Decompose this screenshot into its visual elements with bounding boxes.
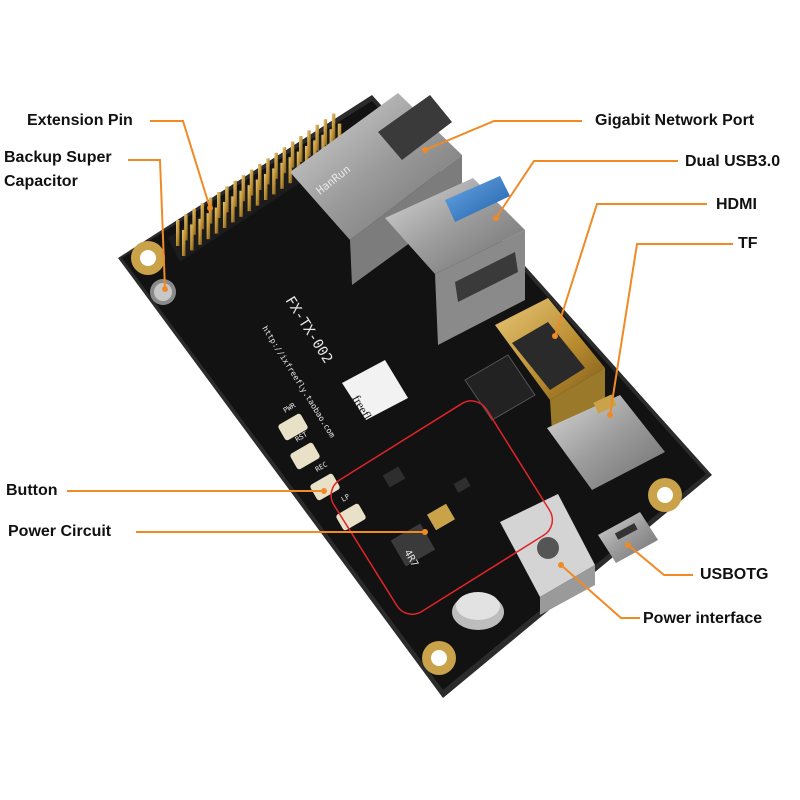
header-pin — [249, 169, 254, 196]
label-power-circuit: Power Circuit — [8, 523, 112, 540]
header-pin — [192, 208, 196, 235]
header-pin — [296, 151, 301, 178]
header-pin — [290, 141, 295, 168]
dual-usb3-port — [385, 176, 525, 345]
hdmi-port — [495, 298, 605, 432]
header-pin — [323, 119, 328, 146]
header-pin — [313, 140, 317, 167]
leader-gigabit-port — [424, 120, 582, 151]
electrolytic-capacitor — [452, 592, 504, 630]
label-hdmi: HDMI — [716, 196, 757, 213]
header-pin — [315, 124, 319, 151]
header-pin — [255, 179, 260, 206]
header-pin — [190, 224, 194, 251]
mounting-holes — [131, 241, 682, 675]
header-pin — [214, 207, 219, 234]
power-circuit-highlight — [330, 400, 554, 615]
leader-lines — [67, 120, 733, 619]
header-pin — [200, 203, 205, 230]
header-pin — [331, 113, 336, 140]
brand-logo: freefly — [342, 360, 408, 427]
processor-chip — [464, 354, 536, 421]
header-pin — [282, 147, 287, 174]
header-pin — [264, 174, 268, 200]
label-power-interface: Power interface — [643, 610, 763, 627]
header-pin — [258, 164, 262, 190]
header-pin — [266, 158, 270, 185]
header-pin — [182, 230, 186, 256]
leader-backup-capacitor — [128, 159, 166, 290]
label-extension-pin: Extension Pin — [27, 112, 133, 129]
button-label-lp: LP — [340, 493, 351, 504]
leader-usbotg — [627, 544, 693, 576]
usbotg-port — [598, 512, 658, 563]
super-capacitor — [150, 279, 176, 305]
leader-dual-usb — [495, 160, 678, 219]
label-button: Button — [6, 482, 58, 499]
header-pin — [217, 192, 221, 218]
header-pin — [299, 136, 303, 162]
header-pin — [272, 168, 276, 195]
dc-power-jack — [500, 494, 595, 615]
label-usbotg: USBOTG — [700, 566, 769, 583]
header-pin — [223, 202, 227, 228]
header-pin — [274, 152, 278, 179]
label-gigabit-network-port: Gigabit Network Port — [595, 112, 755, 129]
header-pin — [206, 213, 211, 240]
header-pin — [233, 180, 237, 207]
header-pin — [247, 185, 252, 212]
header-pin — [184, 214, 188, 241]
header-pin — [225, 186, 229, 213]
header-pin — [305, 146, 309, 172]
label-backup-capacitor-line2: Capacitor — [4, 173, 78, 190]
tf-card-slot — [547, 394, 665, 490]
header-pin — [288, 157, 293, 184]
header-pin — [280, 162, 284, 189]
leader-tf — [609, 243, 733, 416]
power-circuit-components: 4R7 — [382, 466, 471, 569]
leader-hdmi — [554, 203, 707, 337]
header-pin — [198, 218, 202, 245]
label-dual-usb3: Dual USB3.0 — [685, 153, 781, 170]
board-buttons: PWR RST REC LP — [278, 401, 366, 531]
label-backup-capacitor-line1: Backup Super — [4, 149, 112, 166]
leader-extension-pin — [150, 120, 211, 209]
label-tf: TF — [738, 235, 758, 252]
header-pin — [176, 220, 180, 246]
header-pin — [307, 130, 311, 157]
header-pin — [241, 175, 246, 202]
leader-dots — [162, 147, 631, 568]
leader-power-interface — [560, 564, 640, 619]
header-pin — [231, 196, 235, 223]
header-pin — [239, 190, 243, 217]
